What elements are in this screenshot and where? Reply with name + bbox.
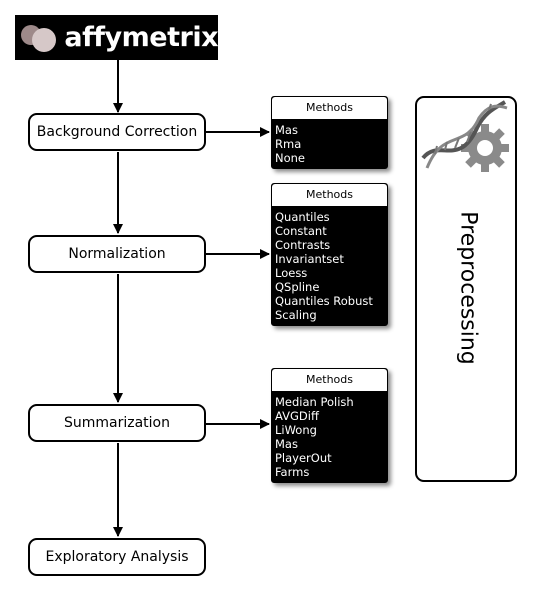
method-item: AVGDiff bbox=[275, 409, 319, 423]
methods-header: Methods bbox=[272, 369, 387, 391]
method-item: QSpline bbox=[275, 280, 320, 294]
method-item: Farms bbox=[275, 465, 310, 479]
method-item: Constant bbox=[275, 224, 327, 238]
method-item: Mas bbox=[275, 123, 298, 137]
methods-header: Methods bbox=[272, 97, 387, 119]
method-item: None bbox=[275, 151, 306, 165]
logo-dots-icon bbox=[15, 15, 66, 60]
method-item: Mas bbox=[275, 437, 298, 451]
method-item: Loess bbox=[275, 266, 308, 280]
logo-text: affymetrix bbox=[64, 22, 218, 53]
method-item: Median Polish bbox=[275, 395, 354, 409]
method-item: Rma bbox=[275, 137, 302, 151]
dna-gear-icon bbox=[421, 100, 509, 172]
preprocessing-panel: Preprocessing bbox=[415, 96, 517, 482]
method-item: Scaling bbox=[275, 308, 317, 322]
step-background-correction: Background Correction bbox=[28, 113, 206, 151]
method-item: Quantiles Robust bbox=[275, 294, 373, 308]
method-item: PlayerOut bbox=[275, 451, 332, 465]
method-item: Invariantset bbox=[275, 252, 344, 266]
methods-header: Methods bbox=[272, 184, 387, 206]
method-item: Quantiles bbox=[275, 210, 330, 224]
preprocessing-label: Preprocessing bbox=[455, 211, 481, 365]
method-item: LiWong bbox=[275, 423, 317, 437]
step-normalization: Normalization bbox=[28, 235, 206, 273]
step-exploratory-analysis: Exploratory Analysis bbox=[28, 538, 206, 576]
affymetrix-logo: affymetrix bbox=[15, 15, 218, 60]
method-item: Contrasts bbox=[275, 238, 331, 252]
step-summarization: Summarization bbox=[28, 404, 206, 442]
